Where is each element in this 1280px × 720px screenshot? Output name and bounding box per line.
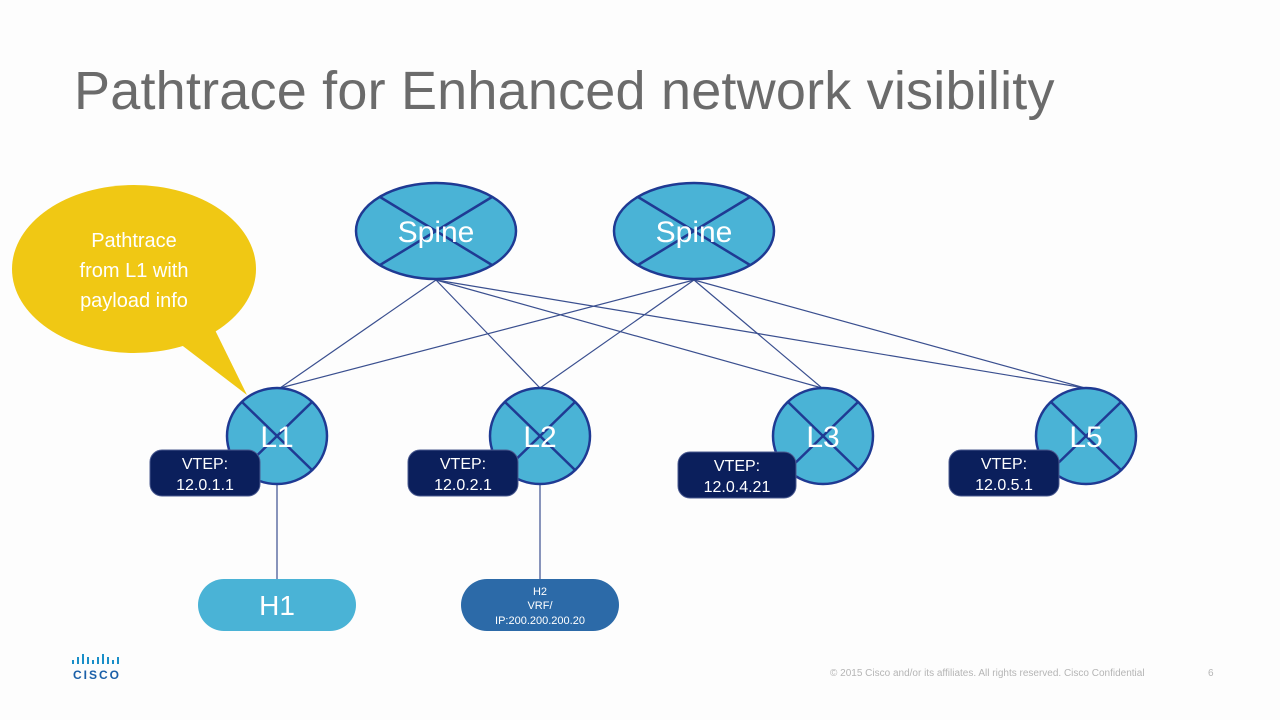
vtep-l5-line2: 12.0.5.1 <box>975 477 1033 494</box>
spine-node-1[interactable]: Spine <box>354 181 518 281</box>
host-h1[interactable]: H1 <box>198 579 356 631</box>
callout-line-3: payload info <box>80 290 188 312</box>
leaf-l2-label: L2 <box>523 421 556 454</box>
vtep-l1-line2: 12.0.1.1 <box>176 477 234 494</box>
spine-1-label: Spine <box>398 216 475 249</box>
link-spine2-l2 <box>539 279 695 389</box>
host-h2[interactable]: H2 VRF/ IP:200.200.200.20 <box>461 579 619 631</box>
link-spine1-l5 <box>435 279 1086 389</box>
callout-bubble: Pathtrace from L1 with payload info <box>12 185 256 395</box>
router-cross-icon <box>637 195 751 267</box>
footer-page-number: 6 <box>1208 668 1214 679</box>
cisco-logo-icon <box>72 654 119 664</box>
leaf-l5-label: L5 <box>1069 421 1102 454</box>
vtep-badge-l5: VTEP: 12.0.5.1 <box>948 449 1060 497</box>
router-cross-icon <box>787 401 859 471</box>
vtep-l3-line2: 12.0.4.21 <box>704 479 771 496</box>
spine-node-2[interactable]: Spine <box>612 181 776 281</box>
link-spine2-l5 <box>693 279 1086 389</box>
vtep-badge-l3: VTEP: 12.0.4.21 <box>677 451 797 499</box>
host-h2-line3: IP:200.200.200.20 <box>495 615 585 627</box>
callout-line-2: from L1 with <box>80 260 189 282</box>
link-spine1-l3 <box>435 279 823 389</box>
host-h2-line2: VRF/ <box>527 600 553 612</box>
leaf-node-l3[interactable]: L3 <box>771 386 875 486</box>
router-cross-icon <box>379 195 493 267</box>
link-spine2-l3 <box>693 279 823 389</box>
spine-2-label: Spine <box>656 216 733 249</box>
vtep-l1-line1: VTEP: <box>182 456 228 473</box>
vtep-l5-line1: VTEP: <box>981 456 1027 473</box>
vtep-l3-line1: VTEP: <box>714 458 760 475</box>
leaf-l1-label: L1 <box>260 421 293 454</box>
leaf-node-l5[interactable]: L5 <box>1034 386 1138 486</box>
host-h2-line1: H2 <box>533 586 547 598</box>
vtep-badge-l1: VTEP: 12.0.1.1 <box>149 449 261 497</box>
link-spine1-l1 <box>279 279 437 389</box>
vtep-badge-l2: VTEP: 12.0.2.1 <box>407 449 519 497</box>
page-title: Pathtrace for Enhanced network visibilit… <box>74 61 1055 121</box>
leaf-l3-label: L3 <box>806 421 839 454</box>
vtep-l2-line1: VTEP: <box>440 456 486 473</box>
footer-copyright: © 2015 Cisco and/or its affiliates. All … <box>830 668 1145 679</box>
cisco-logo-text: CISCO <box>73 668 122 682</box>
link-spine2-l1 <box>279 279 695 389</box>
callout-line-1: Pathtrace <box>91 230 177 252</box>
links <box>276 279 1086 580</box>
host-h1-label: H1 <box>259 590 295 621</box>
router-cross-icon <box>1050 401 1122 471</box>
vtep-l2-line2: 12.0.2.1 <box>434 477 492 494</box>
